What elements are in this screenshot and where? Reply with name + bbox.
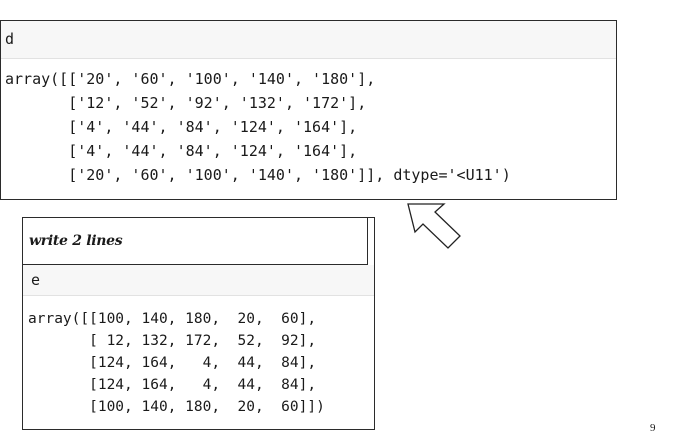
output-line: [124, 164, 4, 44, 84], xyxy=(28,377,317,393)
page-number: 9 xyxy=(650,422,656,434)
cell-input-d[interactable]: d xyxy=(1,21,616,59)
output-line: [ 12, 132, 172, 52, 92], xyxy=(28,333,317,349)
output-line: array([[100, 140, 180, 20, 60], xyxy=(28,311,317,327)
output-line: [100, 140, 180, 20, 60]]) xyxy=(28,399,325,415)
handwritten-note: write 2 lines xyxy=(23,218,368,265)
cell-output-e: array([[100, 140, 180, 20, 60], [ 12, 13… xyxy=(23,296,374,418)
output-line: [124, 164, 4, 44, 84], xyxy=(28,355,317,371)
output-line: ['20', '60', '100', '140', '180']], dtyp… xyxy=(5,166,511,184)
cell-input-e[interactable]: e xyxy=(23,265,374,296)
output-line: ['12', '52', '92', '132', '172'], xyxy=(5,94,367,112)
notebook-cell-top[interactable]: d array([['20', '60', '100', '140', '180… xyxy=(0,20,617,200)
notebook-cell-bottom[interactable]: write 2 lines e array([[100, 140, 180, 2… xyxy=(22,217,375,430)
output-line: ['4', '44', '84', '124', '164'], xyxy=(5,118,358,136)
down-right-arrow-icon xyxy=(407,203,461,249)
output-line: array([['20', '60', '100', '140', '180']… xyxy=(5,70,376,88)
output-line: ['4', '44', '84', '124', '164'], xyxy=(5,142,358,160)
cell-output-d: array([['20', '60', '100', '140', '180']… xyxy=(1,59,616,187)
